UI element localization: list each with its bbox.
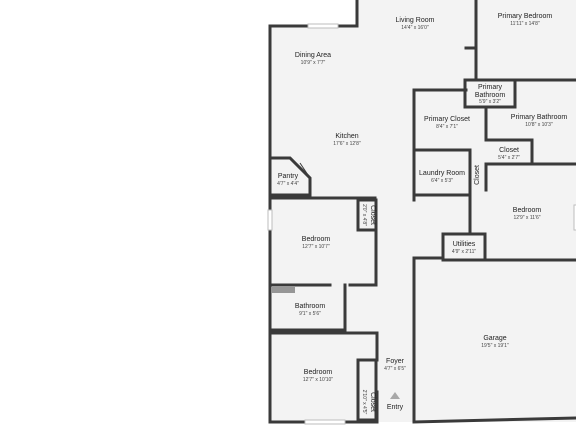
bedroom-right-dim: 12'9" x 11'6": [513, 215, 540, 221]
interior-walls: [268, 46, 576, 422]
utilities-dim: 4'9" x 2'11": [452, 249, 476, 255]
kitchen-name: Kitchen: [335, 133, 358, 140]
bedroom-1-dim: 12'7" x 10'7": [302, 244, 330, 250]
dining-area-dim: 10'9" x 7'7": [301, 60, 326, 66]
garage-dim: 19'5" x 19'1": [481, 343, 509, 349]
closet-upper-dim: 5'4" x 2'7": [498, 155, 520, 161]
garage-name: Garage: [483, 335, 506, 342]
bathroom-name: Bathroom: [295, 303, 326, 310]
windows: [267, 23, 576, 425]
primary-bathroom-small-dim: 5'9" x 3'2": [479, 99, 501, 105]
bedroom-right-name: Bedroom: [513, 207, 542, 214]
dining-area-name: Dining Area: [295, 52, 331, 59]
primary-bathroom-name: Primary Bathroom: [511, 114, 568, 121]
closet-bed1-name: Closet: [369, 205, 376, 225]
closet-upper-name: Closet: [499, 147, 519, 154]
laundry-room-name: Laundry Room: [419, 170, 465, 177]
primary-bedroom-dim: 11'11" x 14'8": [510, 21, 540, 27]
pantry-dim: 4'7" x 4'4": [277, 181, 299, 187]
closet-bed2-name: Closet: [369, 392, 376, 412]
primary-bathroom-dim: 10'8" x 10'3": [525, 122, 553, 128]
foyer-name: Foyer: [386, 358, 405, 365]
living-room-dim: 14'4" x 16'0": [401, 25, 429, 31]
room-labels: Living Room 14'4" x 16'0" Primary Bedroo…: [277, 13, 567, 415]
bedroom-2-name: Bedroom: [304, 369, 333, 376]
closet-bed2-dim: 2'10" x 4'5": [361, 390, 367, 415]
foyer-dim: 4'7" x 6'5": [384, 366, 406, 372]
primary-closet-name: Primary Closet: [424, 116, 470, 123]
floor-fill: [270, 0, 576, 422]
primary-closet-dim: 8'4" x 7'1": [436, 124, 458, 130]
detail-lines: [272, 162, 311, 293]
pantry-name: Pantry: [278, 173, 299, 180]
utilities-name: Utilities: [453, 241, 476, 248]
kitchen-dim: 17'6" x 12'8": [333, 141, 361, 147]
entry-name: Entry: [387, 404, 404, 411]
entry-arrow-icon: [390, 392, 400, 399]
closet-bed1-dim: 2'0" x 4'8": [361, 204, 367, 226]
primary-bedroom-name: Primary Bedroom: [498, 13, 553, 20]
bathroom-dim: 9'1" x 5'6": [299, 311, 321, 317]
closet-laundry-name: Closet: [474, 165, 481, 185]
bedroom-2-dim: 12'7" x 10'10": [303, 377, 333, 383]
bedroom-1-name: Bedroom: [302, 236, 331, 243]
laundry-room-dim: 6'4" x 5'3": [431, 178, 453, 184]
living-room-name: Living Room: [396, 17, 435, 24]
